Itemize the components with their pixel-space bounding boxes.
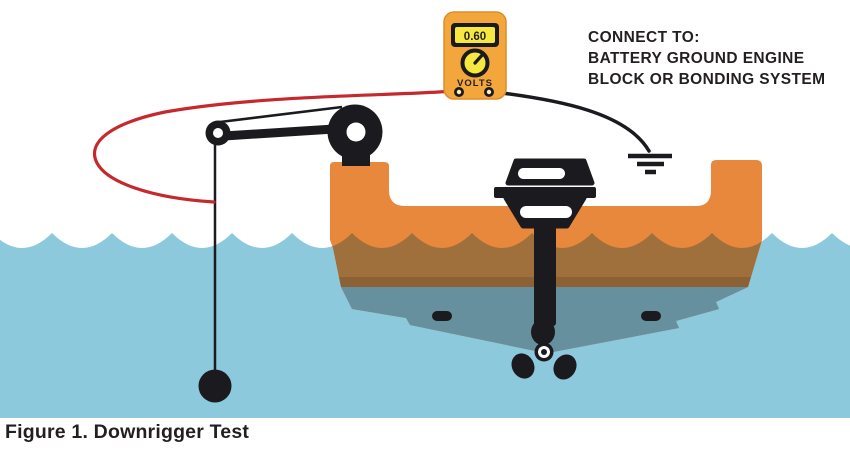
figure-caption: Figure 1. Downrigger Test	[5, 421, 250, 443]
multimeter-reading: 0.60	[464, 31, 486, 43]
hull-underwater-band	[330, 233, 762, 277]
downrigger-pulley-hole	[213, 128, 223, 138]
annotation-connect-to: CONNECT TO: BATTERY GROUND ENGINE BLOCK …	[588, 27, 825, 90]
meter-terminal-left-center	[456, 89, 462, 95]
multimeter-display	[455, 27, 495, 43]
meter-terminal-right-center	[486, 89, 492, 95]
annotation-line-3: BLOCK OR BONDING SYSTEM	[588, 71, 826, 88]
ground-connection	[492, 90, 672, 175]
earth-ground-icon	[628, 153, 672, 175]
motor-bracket-bar	[494, 187, 596, 198]
downrigger	[198, 104, 383, 403]
motor-shaft	[534, 224, 556, 326]
propeller-blade-right	[553, 354, 577, 380]
red-test-lead	[93, 89, 456, 204]
annotation-line-1: CONNECT TO:	[588, 29, 700, 46]
propeller-blade-left	[511, 353, 535, 379]
downrigger-cable-top	[219, 105, 343, 124]
multimeter-icon: 0.60 VOLTS	[443, 11, 507, 100]
annotation-line-2: BATTERY GROUND ENGINE	[588, 50, 805, 67]
propeller-icon	[511, 342, 577, 380]
multimeter-unit-label: VOLTS	[457, 78, 493, 89]
downrigger-reel-hole	[346, 122, 366, 142]
trim-tab-right-icon	[641, 311, 661, 321]
motor-cowling-slot	[518, 168, 565, 179]
motor-midsection-slot	[520, 206, 572, 218]
motor-gearcase	[531, 319, 555, 345]
downrigger-weight	[198, 369, 232, 403]
multimeter-dial-pointer	[473, 51, 486, 65]
propeller-hub-center	[541, 349, 547, 355]
black-ground-lead	[492, 90, 651, 153]
trim-tab-left-icon	[432, 311, 452, 321]
outboard-motor	[494, 158, 596, 380]
